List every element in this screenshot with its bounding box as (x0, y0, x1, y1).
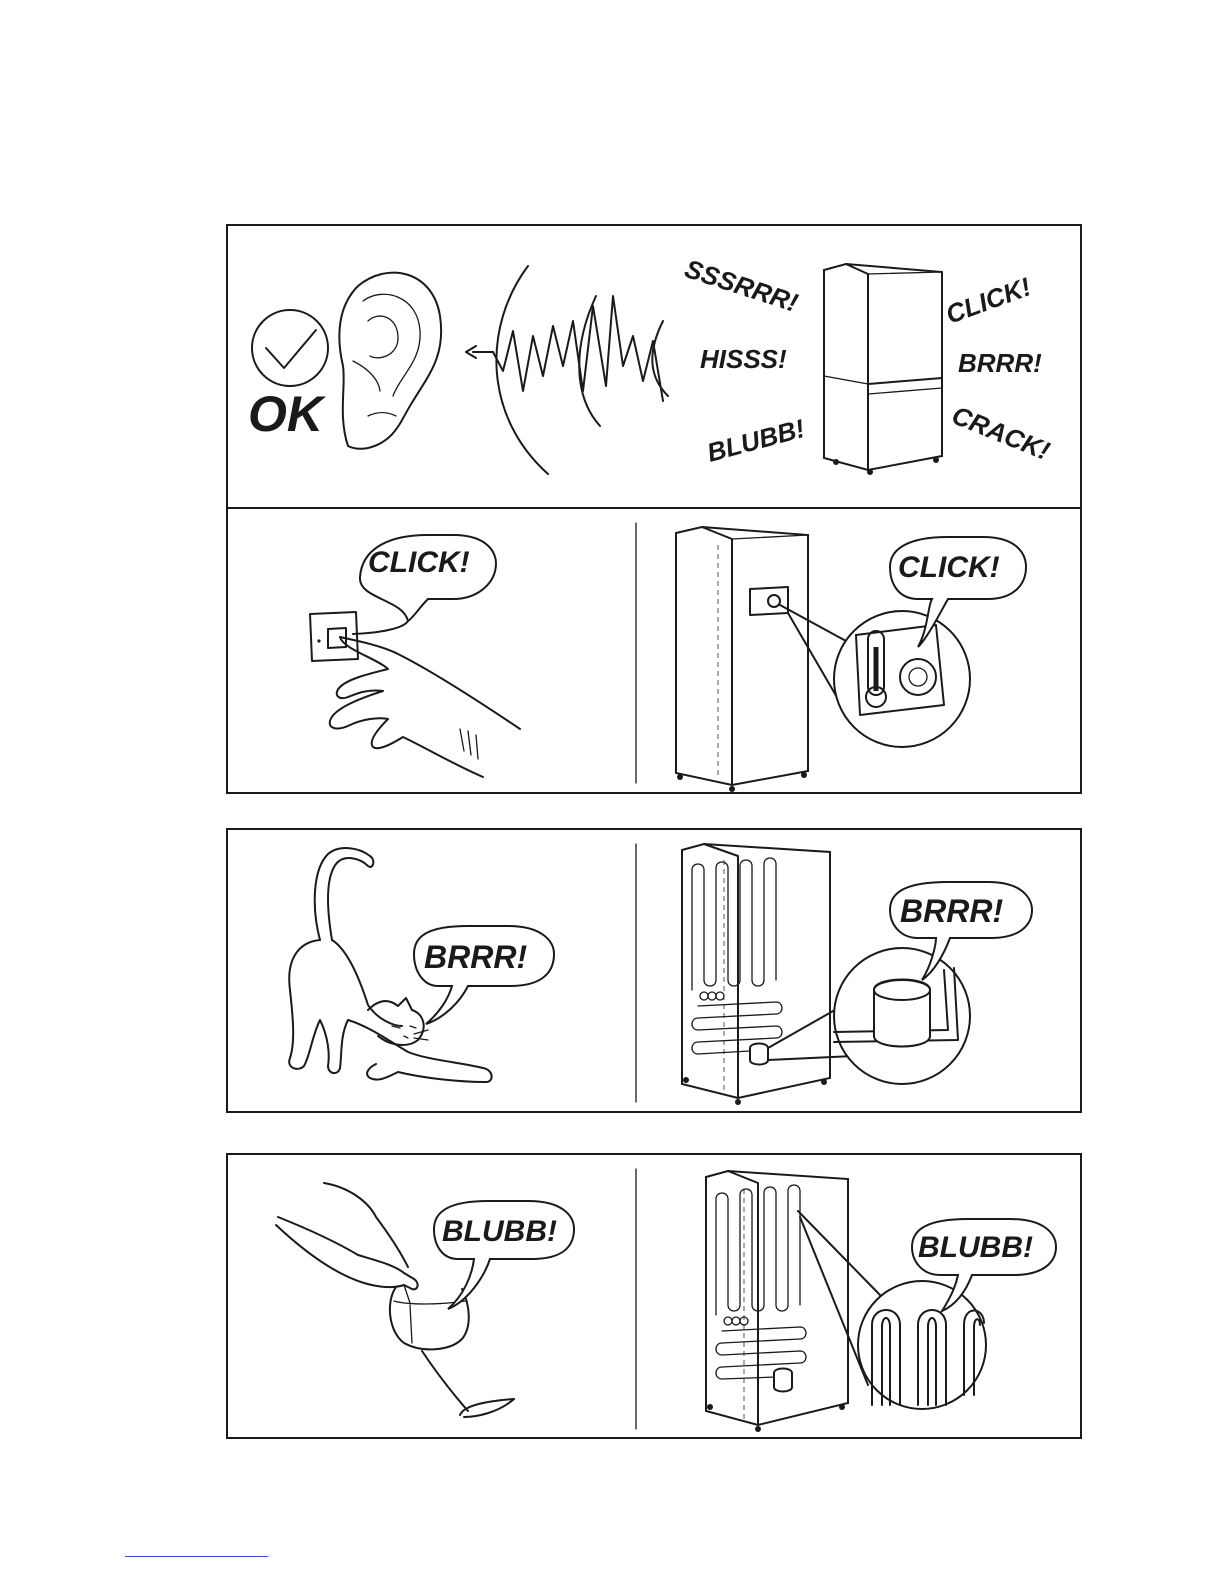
fridge-icon (824, 264, 942, 475)
sound-word-blubb: BLUBB! (704, 413, 808, 468)
sound-word-sssrrr: SSSRRR! (681, 253, 802, 318)
bubble-left-text: CLICK! (368, 546, 470, 579)
sound-word-hisss: HISSS! (700, 344, 787, 374)
sound-word-brrr: BRRR! (958, 348, 1042, 378)
ok-label: OK (248, 386, 327, 442)
wall-switch-icon (310, 612, 358, 661)
speech-bubble-left: BLUBB! (434, 1201, 574, 1309)
panel-normal-sounds: OK SSSRRR! HISSS! BLUBB! CLICK! BRRR! CR… (226, 224, 1082, 510)
footnote-rule (125, 1556, 268, 1557)
panel-blubb-sound: BLUBB! BLUBB! (226, 1153, 1082, 1439)
panel-click-sound: CLICK! (226, 507, 1082, 794)
bubble-right-text: BLUBB! (918, 1231, 1033, 1264)
sound-wave-icon (466, 266, 668, 474)
fridge-back-icon (706, 1171, 848, 1432)
speech-bubble-left: CLICK! (360, 535, 496, 621)
ear-icon (339, 273, 441, 449)
sound-word-crack: CRACK! (948, 400, 1055, 466)
bubble-right-text: CLICK! (898, 551, 1000, 584)
compressor-icon (834, 948, 970, 1084)
fridge-icon (676, 527, 808, 792)
sound-word-click: CLICK! (942, 271, 1035, 329)
fridge-back-icon (682, 844, 830, 1105)
speech-bubble-left: BRRR! (414, 926, 554, 1024)
thermostat-icon (834, 611, 970, 747)
panel-brrr-sound: BRRR! BRRR! (226, 828, 1082, 1113)
bubble-left-text: BLUBB! (442, 1215, 557, 1248)
bubble-right-text: BRRR! (900, 893, 1003, 929)
bubble-left-text: BRRR! (424, 939, 527, 975)
bottle-icon (276, 1183, 418, 1303)
cooling-coil-icon (858, 1281, 986, 1409)
checkmark-circle-icon (252, 310, 328, 386)
